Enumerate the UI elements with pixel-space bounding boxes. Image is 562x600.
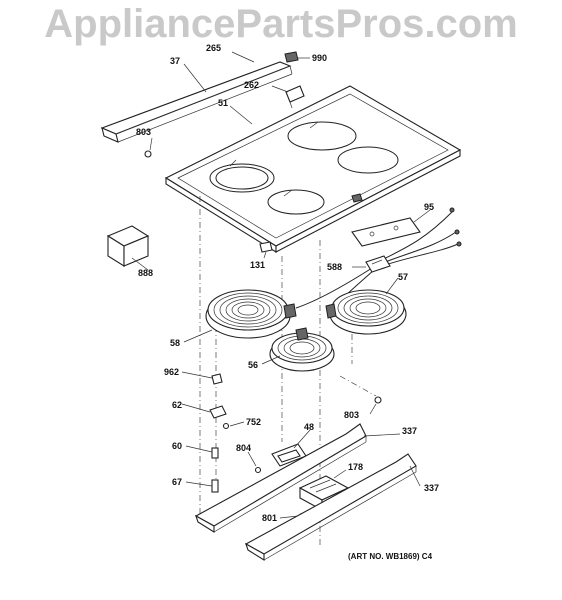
art-number: (ART NO. WB1869) C4 [348,552,433,561]
callout-588: 588 [327,262,342,272]
callout-178: 178 [348,462,363,472]
callout-57: 57 [398,272,408,282]
callout-37: 37 [170,56,180,66]
bracket-62 [209,405,227,419]
watermark-logo: AppliancePartsPros.com [44,2,518,46]
front-trim-strip [100,61,293,143]
part-131 [259,241,273,253]
callout-337-upper: 337 [402,426,417,436]
callout-804: 804 [236,443,251,453]
spacer-67 [211,479,219,493]
bracket-262 [285,85,305,109]
callout-131: 131 [250,260,265,270]
callout-888: 888 [138,268,153,278]
screw-804 [254,466,262,474]
callout-labels: 37 265 990 262 51 803 95 888 131 588 57 … [136,43,439,561]
callout-58: 58 [170,338,180,348]
callout-262: 262 [244,80,259,90]
callout-803-upper: 803 [136,127,151,137]
box-888 [106,225,150,267]
callout-95: 95 [424,202,434,212]
callout-801: 801 [262,513,277,523]
callout-67: 67 [172,477,182,487]
radiant-element-medium [325,289,407,335]
callout-337-lower: 337 [424,483,439,493]
screw-803-upper [144,150,152,158]
terminal-block-588 [365,255,391,273]
hardware-962 [211,373,223,385]
support-rail-upper [194,423,367,533]
screw-803-lower [374,396,382,404]
radiant-element-small [269,327,335,372]
leader-lines [131,51,431,519]
callout-962: 962 [164,367,179,377]
callout-803-lower: 803 [344,410,359,420]
bracket-48 [271,443,307,467]
clip-990 [284,51,299,63]
callout-48: 48 [304,422,314,432]
radiant-element-large [205,289,297,339]
callout-56: 56 [248,360,258,370]
callout-51: 51 [218,98,228,108]
callout-752: 752 [246,417,261,427]
callout-265: 265 [206,43,221,53]
callout-990: 990 [312,53,327,63]
support-rail-lower [244,453,417,561]
callout-60: 60 [172,441,182,451]
glass-cooktop [164,85,462,253]
callout-62: 62 [172,400,182,410]
screw-752 [222,422,230,430]
spacer-60 [211,447,219,459]
